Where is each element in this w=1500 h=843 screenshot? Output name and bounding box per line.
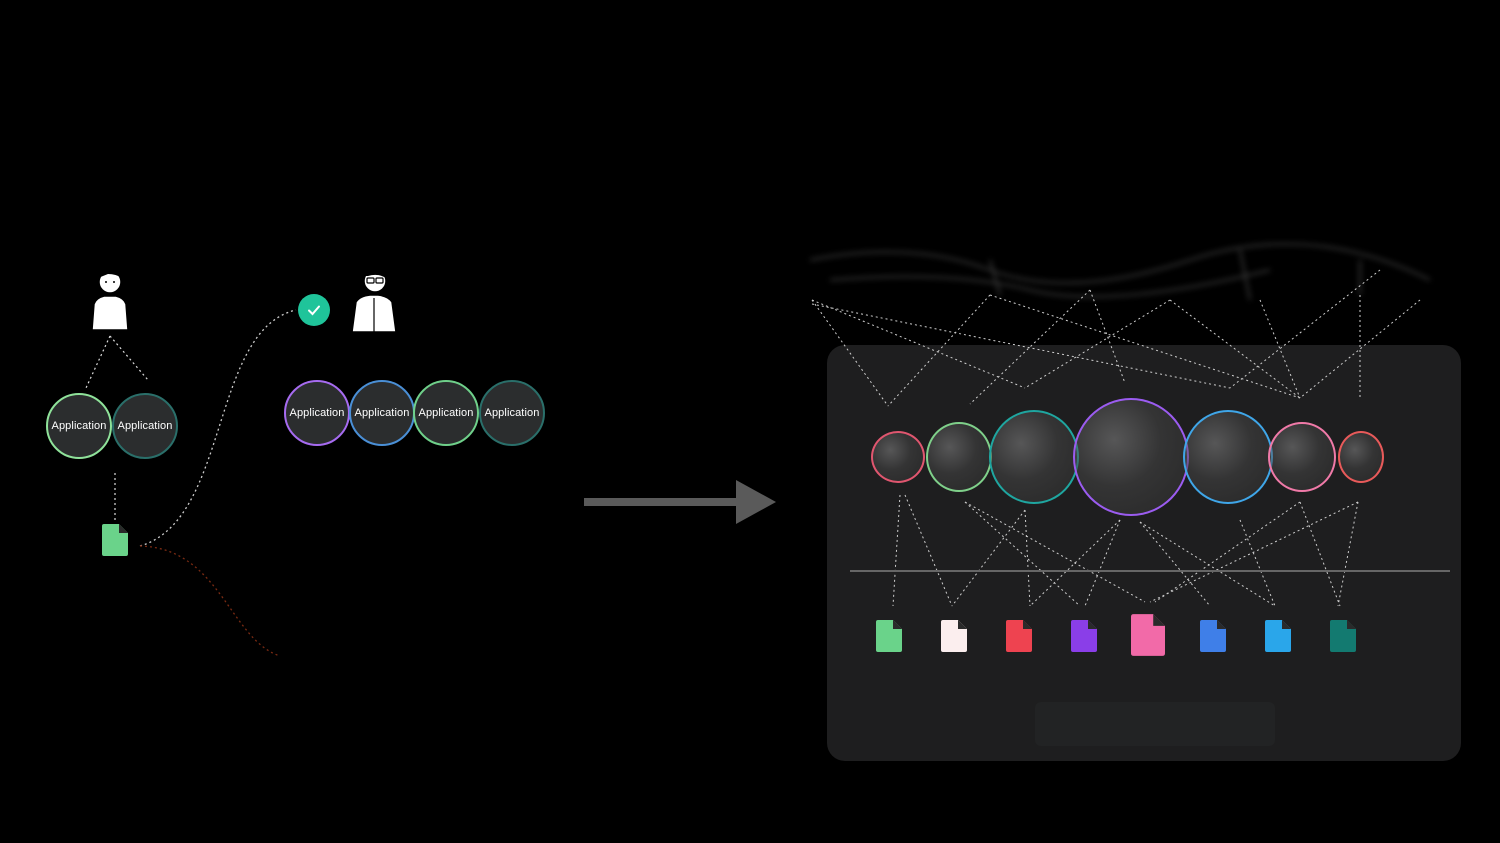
blurred-header-area xyxy=(809,243,1431,301)
application-label: Application xyxy=(289,407,345,419)
application-node: Application xyxy=(112,393,178,459)
check-icon xyxy=(298,294,330,326)
approved-path-line xyxy=(139,309,297,547)
person-icon xyxy=(84,262,136,337)
arrow-icon xyxy=(584,480,776,524)
knowledge-bubble xyxy=(926,422,992,492)
rejected-path-line xyxy=(139,545,281,657)
application-label: Application xyxy=(51,420,107,432)
application-label: Application xyxy=(354,407,410,419)
knowledge-bubble xyxy=(1338,431,1384,483)
application-node: Application xyxy=(284,380,350,446)
knowledge-bubble xyxy=(1183,410,1273,504)
file-icon xyxy=(1071,620,1097,657)
application-label: Application xyxy=(484,407,540,419)
file-icon xyxy=(1330,620,1356,657)
knowledge-bubble xyxy=(871,431,925,483)
file-icon xyxy=(102,524,128,561)
blurred-footer-box xyxy=(1035,702,1275,746)
file-icon xyxy=(1265,620,1291,657)
file-icon xyxy=(1200,620,1226,657)
file-icon xyxy=(1131,614,1165,661)
application-label: Application xyxy=(418,407,474,419)
file-icon xyxy=(876,620,902,657)
application-node: Application xyxy=(46,393,112,459)
file-icon xyxy=(1006,620,1032,657)
knowledge-bubble xyxy=(989,410,1079,504)
application-node: Application xyxy=(479,380,545,446)
application-label: Application xyxy=(117,420,173,432)
application-node: Application xyxy=(349,380,415,446)
reviewer-icon xyxy=(348,264,400,339)
knowledge-bubble xyxy=(1073,398,1189,516)
application-node: Application xyxy=(413,380,479,446)
file-icon xyxy=(941,620,967,657)
divider xyxy=(850,570,1450,572)
knowledge-bubble xyxy=(1268,422,1336,492)
